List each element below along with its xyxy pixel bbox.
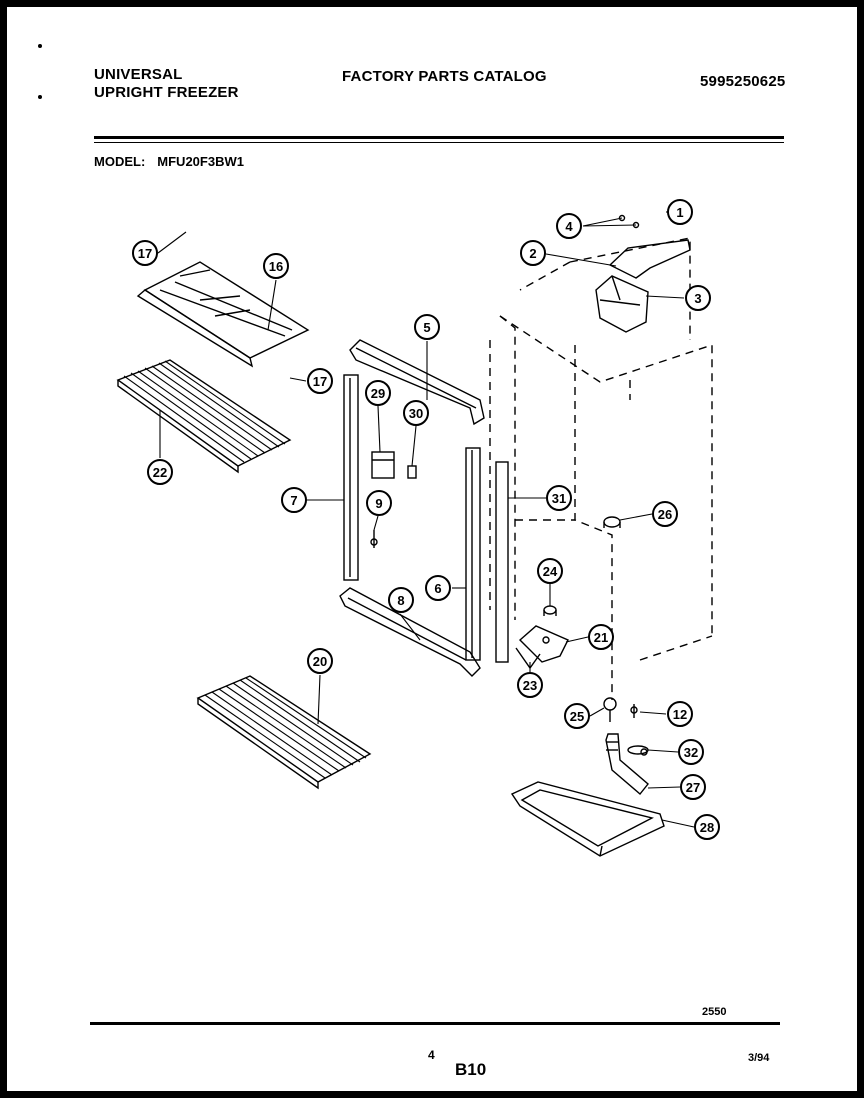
callout-30: 30: [403, 400, 429, 426]
gasket-left: [343, 374, 359, 581]
part-27-drain-tube: [605, 733, 649, 796]
part-29-switch: [371, 451, 395, 479]
header-rule: [94, 136, 784, 139]
wire-shelf-lower: [196, 675, 372, 790]
callout-16: 16: [263, 253, 289, 279]
brand-line-1: UNIVERSAL: [94, 66, 183, 83]
door-strip-31: [495, 461, 509, 663]
drawing-code: 2550: [702, 1006, 727, 1018]
svg-text:29: 29: [371, 386, 385, 401]
footer-rule: [90, 1022, 780, 1025]
callout-bubbles: 1 2 3 4 5 6 7 8 9 12 16 17 17 20 21 22 2…: [132, 199, 720, 840]
svg-text:1: 1: [676, 205, 683, 220]
part-32-wingnut: [627, 745, 649, 756]
callout-29: 29: [365, 380, 391, 406]
svg-text:22: 22: [153, 465, 167, 480]
callout-23: 23: [517, 672, 543, 698]
top-cover-part: [136, 261, 310, 368]
margin-mark: [38, 44, 42, 48]
section-code: B10: [455, 1060, 487, 1079]
svg-text:23: 23: [523, 678, 537, 693]
page-number: 4: [428, 1048, 435, 1062]
margin-mark: [38, 95, 42, 99]
callout-2: 2: [520, 240, 546, 266]
callout-8: 8: [388, 587, 414, 613]
gasket-right: [465, 447, 481, 661]
callout-3: 3: [685, 285, 711, 311]
callout-32: 32: [678, 739, 704, 765]
svg-text:20: 20: [313, 654, 327, 669]
svg-text:17: 17: [313, 374, 327, 389]
svg-text:24: 24: [543, 564, 558, 579]
svg-text:17: 17: [138, 246, 152, 261]
svg-text:5: 5: [423, 320, 430, 335]
model-line: MODEL: MFU20F3BW1: [94, 154, 244, 169]
svg-text:31: 31: [552, 491, 566, 506]
gasket-top: [349, 339, 485, 426]
svg-text:4: 4: [565, 219, 573, 234]
callout-31: 31: [546, 485, 572, 511]
part-24-grommet: [543, 605, 557, 616]
callout-26: 26: [652, 501, 678, 527]
svg-text:26: 26: [658, 507, 672, 522]
callout-21: 21: [588, 624, 614, 650]
svg-text:7: 7: [290, 493, 297, 508]
cabinet-outline: [489, 237, 713, 700]
header-rule-thin: [94, 142, 784, 143]
gasket-bottom: [339, 587, 481, 677]
callout-22: 22: [147, 459, 173, 485]
callout-9: 9: [366, 490, 392, 516]
callout-17-top: 17: [132, 240, 158, 266]
catalog-title: FACTORY PARTS CATALOG: [342, 68, 547, 85]
callout-1: 1: [667, 199, 693, 225]
callout-25: 25: [564, 703, 590, 729]
callout-12: 12: [667, 701, 693, 727]
callout-20: 20: [307, 648, 333, 674]
svg-text:12: 12: [673, 707, 687, 722]
callout-24: 24: [537, 558, 563, 584]
diagram-drawing: [116, 211, 713, 857]
svg-text:25: 25: [570, 709, 584, 724]
callout-27: 27: [680, 774, 706, 800]
part-9-screw: [370, 530, 378, 548]
part-21-bracket: [518, 625, 569, 663]
brand-line-2: UPRIGHT FREEZER: [94, 84, 239, 101]
part-12-screw: [630, 704, 638, 718]
control-assembly: [595, 214, 691, 333]
wire-shelf-upper: [116, 359, 292, 474]
callout-5: 5: [414, 314, 440, 340]
model-value: MFU20F3BW1: [157, 154, 244, 169]
callout-4: 4: [556, 213, 582, 239]
part-26-plug: [603, 516, 621, 528]
callout-7: 7: [281, 487, 307, 513]
svg-text:2: 2: [529, 246, 536, 261]
leader-lines: [157, 211, 695, 828]
svg-text:9: 9: [375, 496, 382, 511]
svg-text:27: 27: [686, 780, 700, 795]
svg-text:3: 3: [694, 291, 701, 306]
callout-28: 28: [694, 814, 720, 840]
svg-text:32: 32: [684, 745, 698, 760]
svg-text:8: 8: [397, 593, 404, 608]
part-23-clamp: [515, 647, 541, 670]
part-28-drain-pan: [510, 781, 665, 857]
svg-text:21: 21: [594, 630, 608, 645]
callout-17-mid: 17: [307, 368, 333, 394]
svg-text:6: 6: [434, 581, 441, 596]
callout-6: 6: [425, 575, 451, 601]
part-25-fitting: [603, 697, 617, 722]
svg-text:30: 30: [409, 406, 423, 421]
model-label: MODEL:: [94, 154, 146, 169]
svg-text:16: 16: [269, 259, 283, 274]
catalog-number: 5995250625: [700, 73, 786, 90]
catalog-date: 3/94: [748, 1052, 770, 1064]
svg-text:28: 28: [700, 820, 714, 835]
part-30-clip: [407, 465, 417, 479]
